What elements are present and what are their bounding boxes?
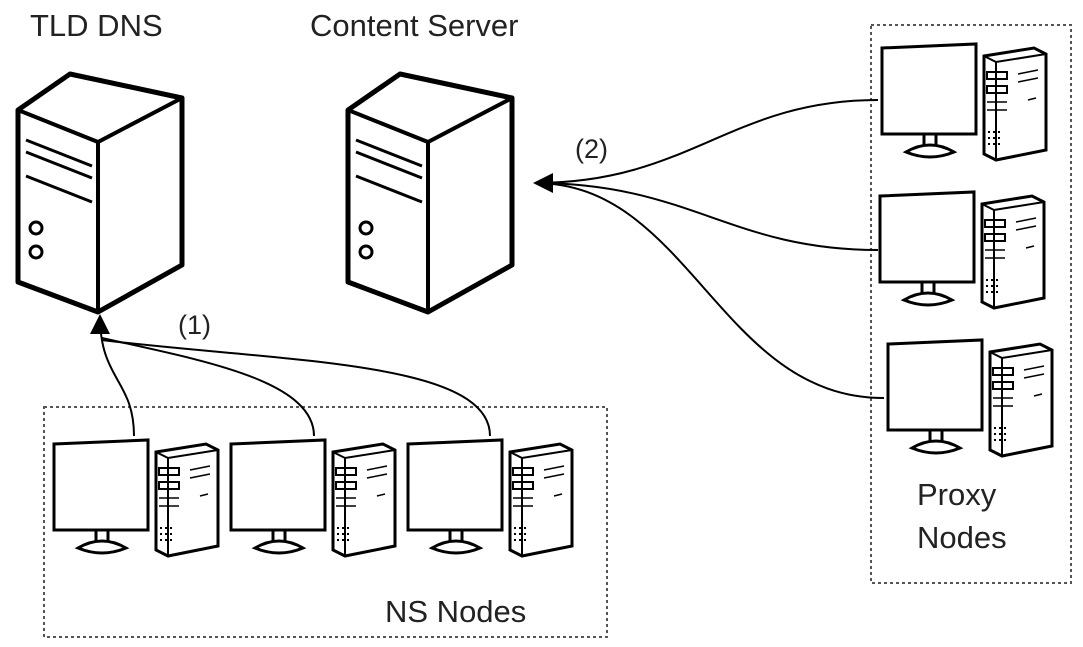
- proxy-node-icon: [886, 338, 1054, 458]
- arrow-ns-1: [90, 314, 135, 437]
- ns-to-tld-arrows: [90, 314, 491, 437]
- proxy-node-icon: [878, 190, 1046, 310]
- ns-node-icon: [406, 438, 574, 558]
- content-server-icon: [348, 74, 512, 312]
- content-server-label: Content Server: [310, 8, 519, 43]
- ns-node-icon: [229, 438, 397, 558]
- ns-nodes-label: NS Nodes: [385, 594, 526, 629]
- proxy-to-content-arrows: [533, 99, 885, 399]
- arrow-proxy-3: [534, 182, 885, 399]
- step-2-label: (2): [575, 134, 608, 164]
- ns-nodes-group: [43, 406, 608, 638]
- proxy-nodes-label-line1: Proxy: [917, 477, 997, 512]
- tld-dns-label: TLD DNS: [30, 8, 163, 43]
- arrow-proxy-2: [534, 182, 879, 251]
- proxy-node-icon: [880, 42, 1048, 162]
- proxy-nodes-label-line2: Nodes: [917, 520, 1007, 555]
- arrow-ns-3: [101, 339, 491, 437]
- proxy-nodes-group: [870, 24, 1072, 584]
- ns-node-icon: [52, 438, 220, 558]
- tld-dns-server-icon: [18, 74, 182, 312]
- step-1-label: (1): [178, 310, 211, 340]
- arrow-proxy-1: [533, 99, 879, 193]
- arrow-ns-2: [101, 337, 315, 437]
